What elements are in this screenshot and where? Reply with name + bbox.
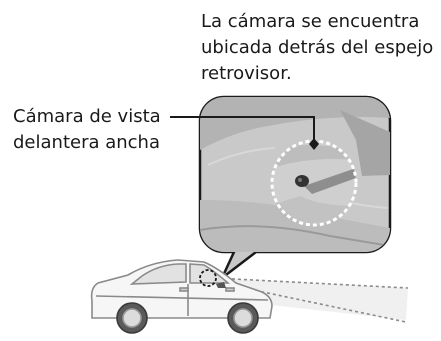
note-line-1: La cámara se encuentra <box>201 11 420 32</box>
camera-location-note: La cámara se encuentra ubicada detrás de… <box>201 9 437 87</box>
camera-magnifier <box>270 139 358 227</box>
camera-label-line-2: delantera ancha <box>13 132 160 153</box>
car-illustration <box>90 259 273 334</box>
note-line-2: ubicada detrás del espejo <box>201 37 434 58</box>
camera-icon <box>295 175 309 187</box>
wide-front-camera-label: Cámara de vista delantera ancha <box>13 104 178 156</box>
camera-location-marker <box>199 269 217 287</box>
camera-label-line-1: Cámara de vista <box>13 106 161 127</box>
note-line-3: retrovisor. <box>201 63 292 84</box>
camera-leader-line <box>170 116 315 144</box>
